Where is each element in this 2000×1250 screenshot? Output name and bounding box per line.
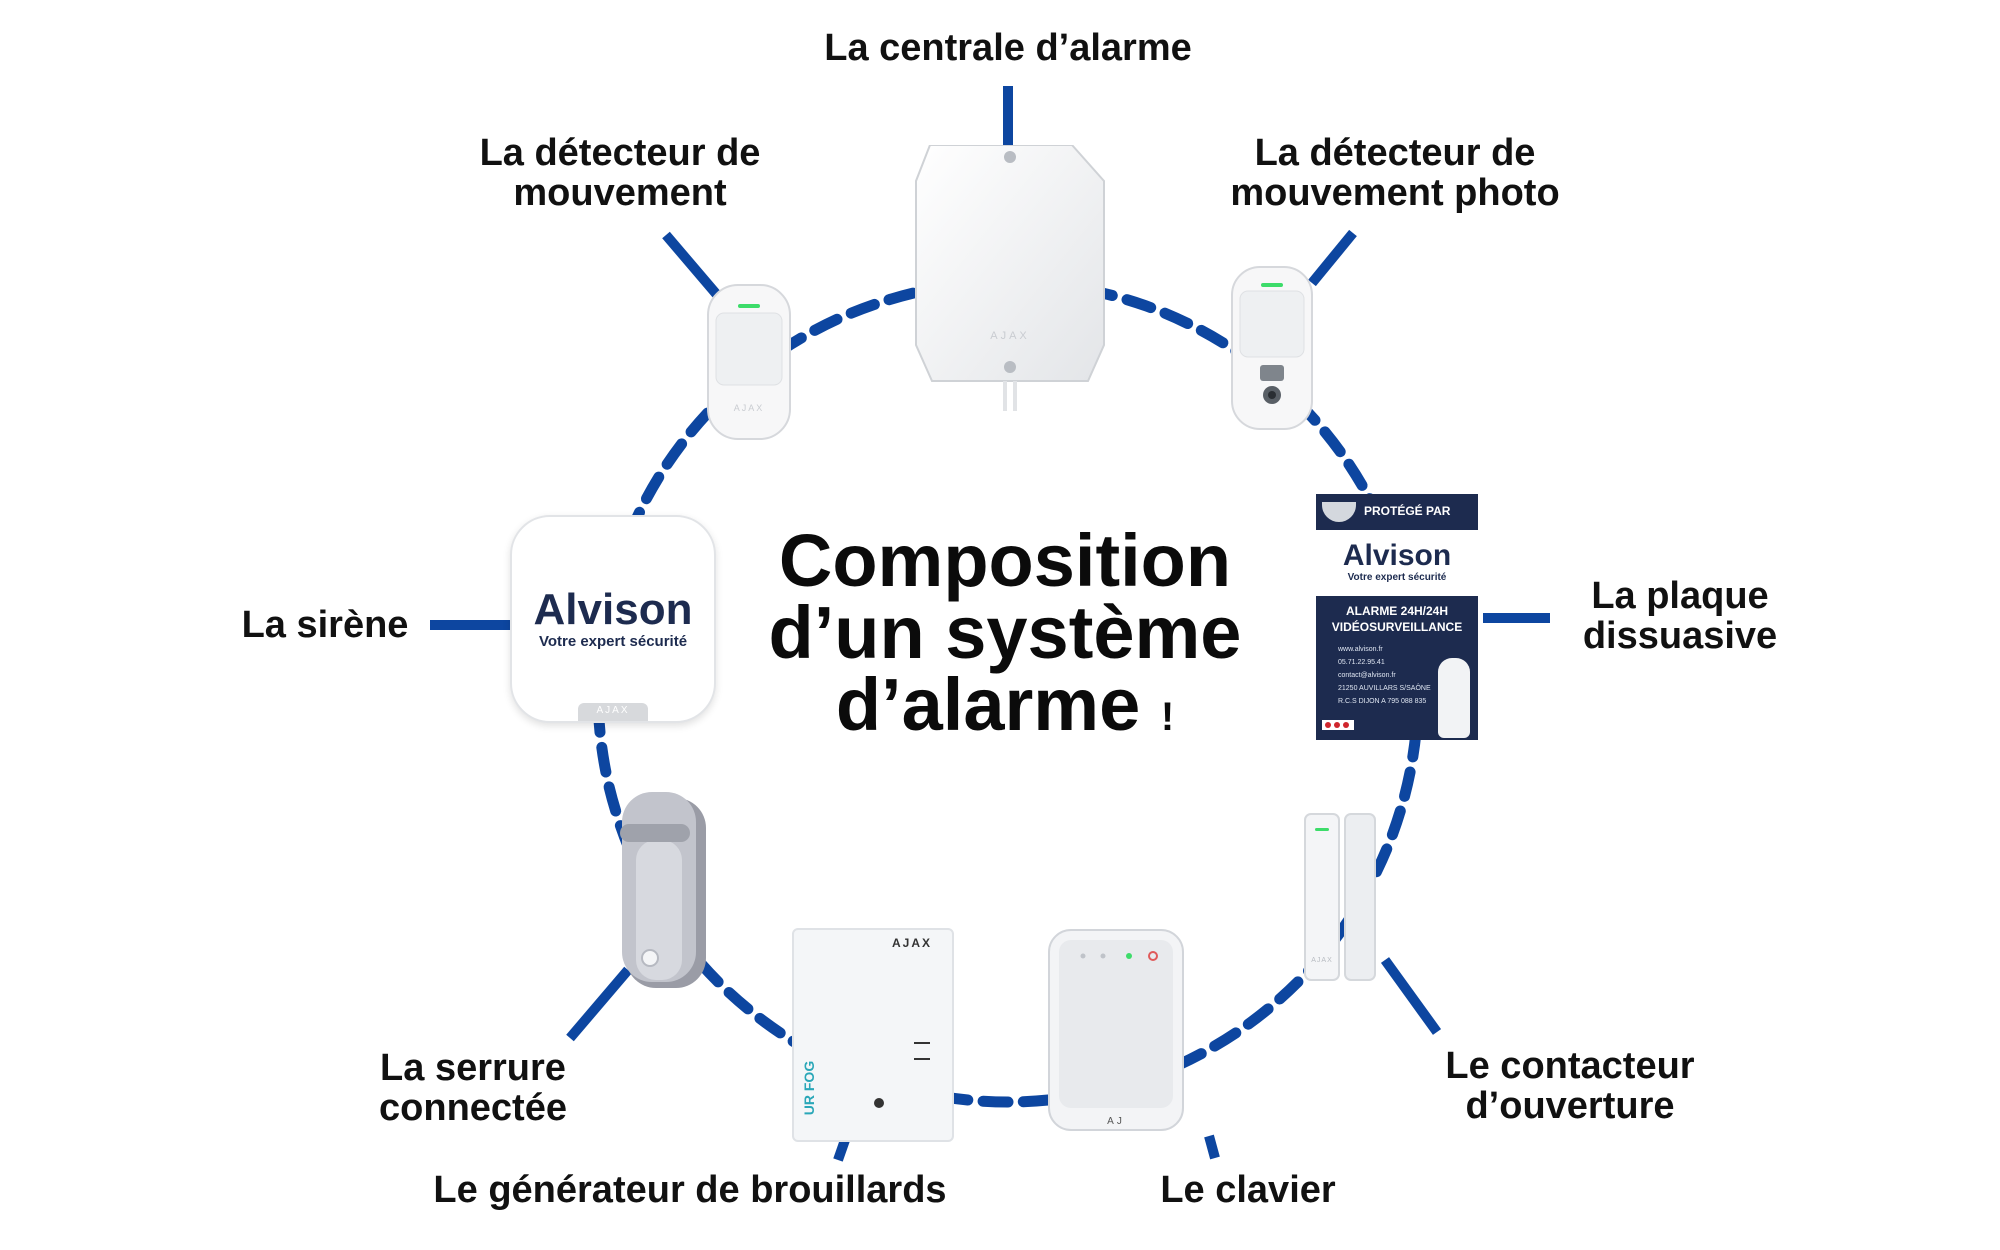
label-centrale: La centrale d’alarme xyxy=(824,27,1192,69)
ring-dash xyxy=(1274,976,1304,1005)
hub-brand-text: AJAX xyxy=(990,330,1030,342)
label-clavier: Le clavier xyxy=(1160,1169,1336,1211)
title-line1: Composition xyxy=(778,519,1232,602)
motion-detector-device: AJAX xyxy=(707,284,791,440)
label-serrure: La serrure connectée xyxy=(379,1047,567,1129)
camera-icon xyxy=(1322,502,1356,522)
connector-contacteur xyxy=(1380,957,1442,1035)
ring-dash xyxy=(1399,766,1416,802)
label-sirene: La sirène xyxy=(241,604,409,646)
ring-dash xyxy=(1386,805,1406,841)
ring-dash xyxy=(640,471,665,505)
ring-dash xyxy=(1195,324,1229,349)
title-exclamation: ! xyxy=(1160,695,1175,739)
sign-red-dots xyxy=(1322,720,1354,730)
ring-dash xyxy=(723,987,754,1015)
ring-dash xyxy=(1371,843,1393,878)
fog-nozzle xyxy=(874,1098,884,1108)
sign-info-website: www.alvison.fr xyxy=(1338,646,1383,653)
ring-dash xyxy=(1209,1027,1242,1052)
siren-brand-name: Alvison xyxy=(533,585,693,634)
ring-dash xyxy=(1319,426,1346,458)
ring-dash xyxy=(809,313,843,336)
ring-dash xyxy=(977,1095,1014,1108)
label-plaque: La plaque dissuasive xyxy=(1582,575,1778,657)
fog-side-text: UR FOG xyxy=(801,1060,818,1116)
sign-info-address: 21250 AUVILLARS S/SAÔNE xyxy=(1338,685,1431,692)
siren-maker: AJAX xyxy=(596,705,630,716)
ring-dash xyxy=(603,781,622,817)
sign-band-line1: ALARME 24H/24H xyxy=(1345,604,1449,618)
title-line2: d’un système xyxy=(768,591,1242,674)
siren-brand-tagline: Votre expert sécurité xyxy=(538,633,688,650)
connector-serrure xyxy=(566,966,632,1042)
sign-band-line2: VIDÉOSURVEILLANCE xyxy=(1331,620,1463,634)
keypad-brand: AJ xyxy=(1107,1116,1125,1127)
ring-dash xyxy=(1343,458,1368,491)
photo-detector-device xyxy=(1231,266,1313,430)
sign-header-text: PROTÉGÉ PAR xyxy=(1364,504,1451,518)
label-detecteur-mouvement: La détecteur de mouvement xyxy=(479,132,761,214)
fog-generator-device: AJAX UR FOG xyxy=(792,928,954,1142)
motion-detector-brand: AJAX xyxy=(734,403,765,413)
label-detecteur-photo: La détecteur de mouvement photo xyxy=(1230,132,1560,214)
connector-detecteur-mouvement xyxy=(662,231,722,300)
ring-dash xyxy=(596,741,612,778)
door-contact-brand: AJAX xyxy=(1311,957,1333,964)
sign-info-rcs: R.C.S DIJON A 795 088 835 xyxy=(1338,698,1427,705)
ring-dash xyxy=(1159,307,1194,329)
hub-device: AJAX xyxy=(915,145,1105,411)
connector-clavier xyxy=(1204,1134,1220,1160)
title-line3: d’alarme xyxy=(835,663,1141,746)
connector-brouillard xyxy=(833,1138,850,1162)
smart-lock-device xyxy=(620,792,706,988)
fog-vent-icon xyxy=(914,1042,930,1060)
diagram-title: Composition d’un système d’alarme ! xyxy=(700,519,1310,753)
deterrent-sign: PROTÉGÉ PAR Alvison Votre expert sécurit… xyxy=(1316,494,1478,740)
sign-info-phone: 05.71.22.95.41 xyxy=(1338,659,1385,666)
fog-brand: AJAX xyxy=(892,936,933,950)
label-brouillard: Le générateur de brouillards xyxy=(433,1169,947,1211)
siren-device: Alvison Votre expert sécurité AJAX xyxy=(510,515,716,723)
label-contacteur: Le contacteur d’ouverture xyxy=(1445,1045,1695,1127)
sign-header-band: PROTÉGÉ PAR xyxy=(1316,494,1478,530)
ring-dash xyxy=(754,1012,786,1039)
connector-detecteur-photo xyxy=(1308,229,1357,287)
sign-detector-image xyxy=(1438,658,1470,738)
door-contact-device: AJAX xyxy=(1304,813,1376,981)
sign-brand-name: Alvison xyxy=(1342,539,1452,572)
sign-info-email: contact@alvison.fr xyxy=(1338,672,1396,679)
keypad-device: AJ xyxy=(1048,929,1184,1131)
ring-dash xyxy=(883,287,919,306)
sign-brand-tagline: Votre expert sécurité xyxy=(1347,572,1447,583)
ring-dash xyxy=(1121,294,1157,314)
ring-dash xyxy=(1017,1094,1054,1108)
sign-info-band: ALARME 24H/24H VIDÉOSURVEILLANCE www.alv… xyxy=(1316,596,1478,740)
ring-dash xyxy=(661,438,688,470)
ring-dash xyxy=(845,298,880,319)
ring-dash xyxy=(1242,1003,1274,1030)
